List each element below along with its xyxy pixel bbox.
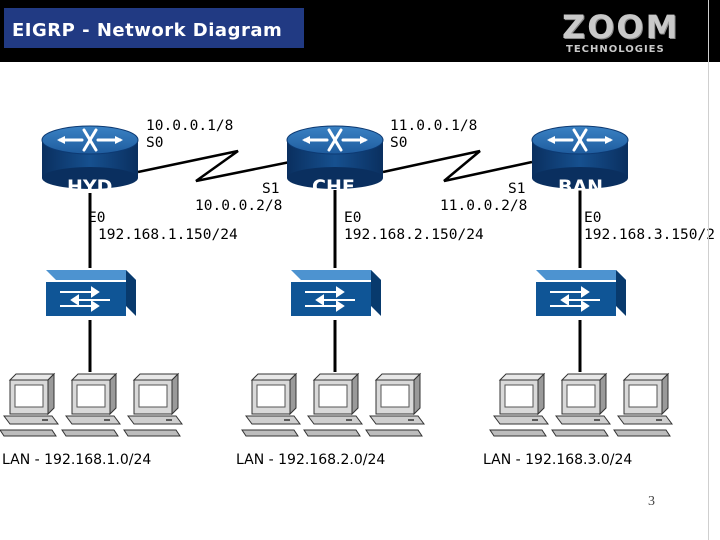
pc-icon [0,373,59,437]
page-number: 3 [648,494,655,509]
logo-wordmark: ZOOM [562,8,680,46]
pc-icon [489,373,549,437]
pc-icon [365,373,425,437]
ban-s1-ip: 11.0.0.2/8 [440,198,528,214]
ban-e0-ip: 192.168.3.150/2 [584,227,715,243]
switch-icon [535,269,627,317]
lan-label-2: LAN - 192.168.2.0/24 [236,452,386,468]
pc-icon [303,373,363,437]
hyd-e0-label: E0 [88,210,106,226]
logo-subtitle: TECHNOLOGIES [566,44,665,55]
che-s1-label: S1 [262,181,280,197]
router-name-ban: BAN [558,176,604,198]
router-name-hyd: HYD [67,176,113,198]
serial-link-che-ban [382,149,533,183]
hyd-e0-ip: 192.168.1.150/24 [98,227,238,243]
che-s0-ip: 11.0.0.1/8 [390,118,478,134]
switch-icon [45,269,137,317]
router-name-che: CHE [312,176,355,198]
hyd-s0-ip: 10.0.0.1/8 [146,118,234,134]
che-e0-label: E0 [344,210,362,226]
title-box [4,8,304,48]
pc-icon [123,373,183,437]
page-title: EIGRP - Network Diagram [12,20,283,41]
che-s0-label: S0 [390,135,408,151]
pc-icon [613,373,673,437]
lan-cabling [88,190,582,372]
ban-s1-label: S1 [508,181,526,197]
pc-icon [61,373,121,437]
che-e0-ip: 192.168.2.150/24 [344,227,484,243]
lan-label-1: LAN - 192.168.1.0/24 [2,452,152,468]
pc-icon [241,373,301,437]
slide-edge [708,0,709,540]
serial-link-hyd-che [137,149,291,183]
switch-icon [290,269,382,317]
che-s1-ip: 10.0.0.2/8 [195,198,283,214]
ban-e0-label: E0 [584,210,602,226]
lan-label-3: LAN - 192.168.3.0/24 [483,452,633,468]
pc-icon [551,373,611,437]
hyd-s0-label: S0 [146,135,164,151]
